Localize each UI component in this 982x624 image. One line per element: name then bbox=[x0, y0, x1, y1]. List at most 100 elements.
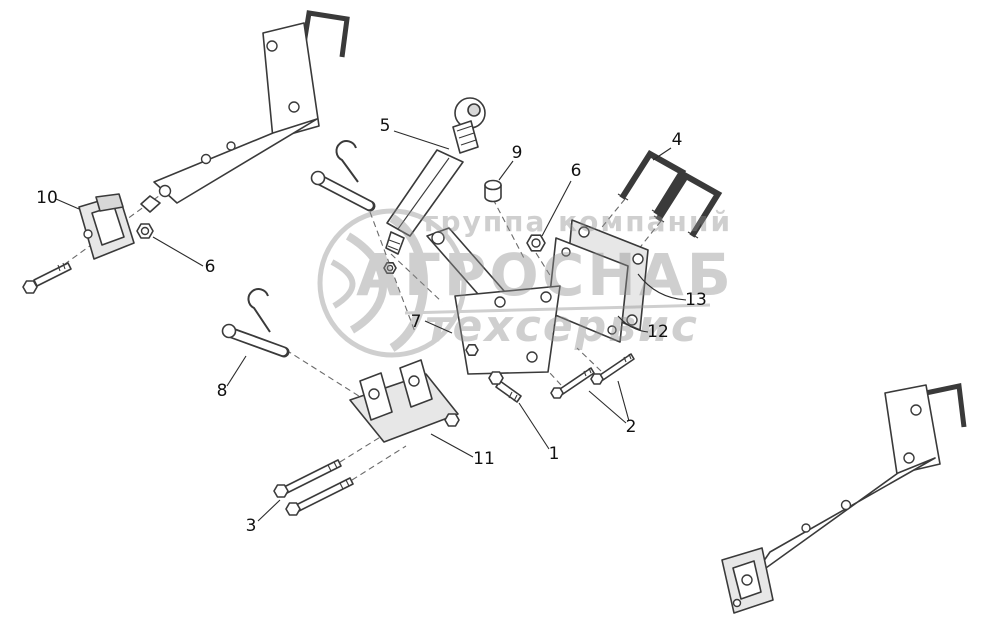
plate-screw bbox=[607, 325, 617, 335]
upper-thread bbox=[452, 120, 479, 154]
watermark-line-3: техсервис bbox=[425, 301, 699, 352]
leader-11 bbox=[430, 433, 474, 458]
clevis-bracket-10 bbox=[78, 193, 135, 260]
bracket-nut bbox=[444, 413, 460, 427]
lower-right-carrier-bracket bbox=[721, 382, 967, 614]
arm-screw bbox=[840, 499, 852, 511]
watermark-logo-ring bbox=[317, 208, 467, 358]
callout-labels: 10 6 8 3 5 7 11 9 1 6 2 4 13 12 bbox=[36, 116, 707, 536]
barrel bbox=[386, 149, 464, 237]
hex-nut-6-right bbox=[526, 234, 546, 252]
clevis-hole bbox=[741, 574, 753, 586]
foot-screw bbox=[732, 598, 742, 608]
pin-head bbox=[221, 323, 237, 339]
u-bolt-1 bbox=[619, 149, 687, 216]
r-clip bbox=[247, 288, 271, 333]
bolt-head bbox=[22, 280, 38, 294]
pin-body bbox=[317, 176, 373, 210]
dash-bolt3a-axis bbox=[339, 435, 383, 463]
bolt-for-bracket-10 bbox=[22, 262, 72, 294]
callout-11: 11 bbox=[473, 449, 495, 469]
bolt-shank bbox=[33, 262, 72, 287]
watermark: группа компаний АГРОСНАБ техсервис bbox=[317, 205, 734, 358]
mounting-bracket-11 bbox=[349, 359, 460, 443]
plate-hole bbox=[903, 452, 915, 464]
plate-screw bbox=[540, 291, 552, 303]
callout-10: 10 bbox=[36, 188, 58, 208]
pin-body bbox=[229, 329, 287, 356]
plate-hole bbox=[910, 404, 922, 416]
link-hole bbox=[431, 231, 445, 245]
bracket-flange bbox=[95, 193, 124, 212]
dash-bolt2a-axis bbox=[537, 359, 562, 386]
bolt-head bbox=[285, 502, 301, 516]
watermark-logo-swoosh bbox=[389, 214, 428, 352]
callout-12: 12 bbox=[647, 322, 669, 342]
handle-loop bbox=[300, 10, 350, 58]
plate-screw bbox=[626, 314, 638, 326]
ball-highlight bbox=[467, 103, 481, 117]
upper-left-carrier-bracket bbox=[140, 10, 350, 213]
top-link-turnbuckle-5 bbox=[385, 97, 486, 255]
u-bolts-4 bbox=[617, 149, 723, 239]
bellcrank-7 bbox=[426, 227, 561, 375]
hex-nut-small-center bbox=[383, 261, 397, 275]
u-bolt-threads bbox=[617, 193, 699, 239]
lower-thread-hatch bbox=[387, 239, 401, 251]
dash-bolt3b-axis bbox=[351, 445, 407, 481]
lower-thread bbox=[385, 231, 405, 255]
bolt-threads bbox=[57, 262, 66, 272]
arm-screw bbox=[226, 141, 236, 151]
mount-plate bbox=[262, 22, 320, 140]
bolt-head bbox=[488, 371, 504, 385]
arm-hole bbox=[801, 523, 811, 533]
leader-8 bbox=[226, 355, 247, 387]
clevis-hole bbox=[158, 184, 172, 198]
dash-pin8-axis bbox=[285, 349, 363, 399]
bolt-head bbox=[590, 373, 604, 385]
bolt-shank bbox=[599, 353, 635, 381]
leader-2b bbox=[617, 380, 630, 422]
callout-leader-lines bbox=[55, 130, 687, 522]
bolt-shank bbox=[495, 380, 522, 403]
hex-bolts-3 bbox=[273, 459, 354, 516]
hex-bolt-1 bbox=[488, 371, 522, 403]
lynch-pin-8 bbox=[221, 288, 290, 358]
nut-bore bbox=[531, 238, 541, 248]
hex-bolts-2 bbox=[550, 353, 635, 399]
bolt-threads bbox=[327, 461, 350, 490]
lug-hole bbox=[368, 388, 380, 400]
callout-7: 7 bbox=[411, 312, 422, 332]
bracket-hole bbox=[83, 229, 93, 239]
leader-7 bbox=[424, 320, 453, 334]
callout-6-left: 6 bbox=[205, 257, 216, 277]
plate-hole bbox=[266, 40, 278, 52]
bolt-threads bbox=[583, 353, 632, 377]
watermark-logo-swoosh bbox=[330, 259, 356, 309]
callout-2: 2 bbox=[626, 417, 637, 437]
bushing-top bbox=[484, 179, 502, 191]
leader-10 bbox=[55, 198, 80, 210]
u-bolt-2 bbox=[655, 171, 723, 238]
clamp-plates-12-13 bbox=[547, 219, 649, 343]
watermark-rule bbox=[404, 303, 711, 315]
clevis-lip bbox=[140, 195, 161, 213]
watermark-line-1: группа компаний bbox=[424, 205, 732, 238]
watermark-logo-swoosh bbox=[345, 232, 388, 334]
watermark-line-2: АГРОСНАБ bbox=[356, 241, 734, 309]
dash-bushing9-axis bbox=[492, 198, 526, 261]
bolt-threads bbox=[508, 391, 518, 402]
callout-3: 3 bbox=[246, 516, 257, 536]
leader-6-right bbox=[541, 180, 572, 237]
plate-hole bbox=[288, 101, 300, 113]
leader-9 bbox=[498, 160, 514, 181]
leader-13 bbox=[637, 273, 687, 301]
bolt-head bbox=[273, 484, 289, 498]
callout-4: 4 bbox=[672, 130, 683, 150]
barrel-facet bbox=[397, 157, 450, 230]
dash-turnbuckle-axis bbox=[390, 253, 443, 303]
arm-hole bbox=[200, 153, 212, 165]
plate-screw bbox=[578, 226, 590, 238]
lug-hole bbox=[408, 375, 420, 387]
